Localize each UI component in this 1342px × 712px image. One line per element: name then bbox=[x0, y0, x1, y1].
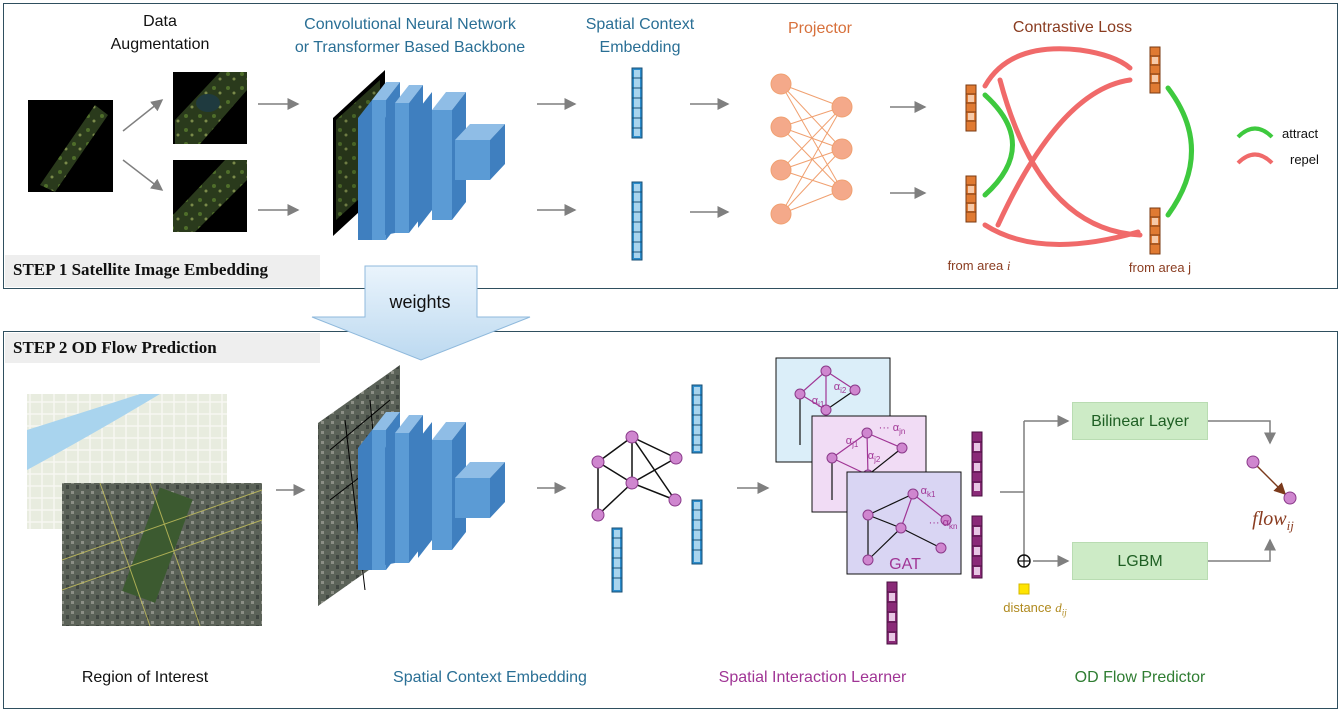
projected-vector-j2 bbox=[1149, 207, 1161, 255]
augment-arrow-up bbox=[122, 99, 164, 132]
augmented-image-2 bbox=[173, 160, 247, 232]
alpha-i2-label: αi2 bbox=[833, 381, 847, 396]
augment-arrow-down bbox=[122, 159, 164, 191]
spatial-interaction-learner-label: Spatial Interaction Learner bbox=[718, 669, 907, 686]
gat-output-vector-3 bbox=[886, 581, 898, 645]
projected-vector-j1 bbox=[1149, 46, 1161, 94]
embedding-vector-blue-1 bbox=[631, 67, 643, 139]
backbone-network-step1 bbox=[333, 70, 505, 240]
alpha-kn-label: ··· αkn bbox=[928, 517, 958, 532]
flow-output-graph bbox=[1246, 455, 1297, 505]
node-embedding-top bbox=[691, 384, 703, 454]
gat-layer-3 bbox=[846, 471, 962, 575]
gat-label: GAT bbox=[889, 556, 921, 573]
alpha-jn-label: ··· αjn bbox=[878, 422, 906, 437]
weights-arrow bbox=[311, 265, 531, 361]
projected-vector-i1 bbox=[965, 84, 977, 132]
from-area-i-label: from area i bbox=[947, 258, 1011, 273]
concat-operator-icon bbox=[1017, 554, 1031, 568]
gat-output-vector-1 bbox=[971, 431, 983, 497]
region-map-image bbox=[27, 394, 263, 627]
spatial-context-embedding-label: Spatial Context Embedding bbox=[393, 669, 587, 686]
projector-label: Projector bbox=[787, 20, 853, 37]
backbone-network-step2 bbox=[318, 365, 505, 606]
alpha-i1-label: αi1 bbox=[811, 395, 825, 410]
step1-panel bbox=[3, 3, 1338, 289]
from-area-j-label: from area j bbox=[1128, 260, 1192, 275]
embedding-vector-blue-2 bbox=[631, 181, 643, 261]
bilinear-layer-box: Bilinear Layer bbox=[1072, 402, 1208, 440]
alpha-j1-label: αj1 bbox=[845, 435, 859, 450]
projected-vector-i2 bbox=[965, 175, 977, 223]
contrastive-loss-curves bbox=[982, 46, 1194, 247]
legend-repel-label: repel bbox=[1290, 152, 1319, 167]
data-augmentation-label: Data Augmentation bbox=[110, 13, 210, 53]
alpha-k1-label: αk1 bbox=[920, 485, 936, 500]
step2-panel bbox=[3, 331, 1338, 709]
predictor-connectors bbox=[1000, 415, 1276, 567]
gat-output-vector-2 bbox=[971, 515, 983, 579]
region-of-interest-label: Region of Interest bbox=[81, 669, 209, 686]
spatial-graph bbox=[591, 430, 683, 522]
distance-label: distance dij bbox=[1003, 600, 1067, 618]
projector-mlp bbox=[770, 73, 853, 225]
weights-label: weights bbox=[389, 292, 451, 312]
spatial-context-label: Spatial Context Embedding bbox=[585, 16, 695, 56]
augmented-image-1 bbox=[173, 72, 247, 144]
backbone-label: Convolutional Neural Network or Transfor… bbox=[294, 16, 526, 56]
contrastive-loss-label: Contrastive Loss bbox=[1012, 19, 1133, 36]
legend-attract-label: attract bbox=[1282, 126, 1319, 141]
od-flow-predictor-label: OD Flow Predictor bbox=[1074, 669, 1206, 686]
node-embedding-right bbox=[691, 499, 703, 565]
step1-title: STEP 1 Satellite Image Embedding bbox=[5, 255, 320, 287]
legend-repel-swatch bbox=[1236, 152, 1274, 165]
lgbm-box: LGBM bbox=[1072, 542, 1208, 580]
legend-attract-swatch bbox=[1236, 126, 1274, 139]
node-embedding-bottom bbox=[611, 527, 623, 593]
distance-feature-square bbox=[1018, 583, 1030, 595]
satellite-image-original bbox=[28, 100, 113, 192]
flow-ij-label: flowij bbox=[1252, 508, 1294, 533]
alpha-j2-label: αj2 bbox=[867, 450, 881, 465]
step2-title: STEP 2 OD Flow Prediction bbox=[5, 333, 320, 363]
